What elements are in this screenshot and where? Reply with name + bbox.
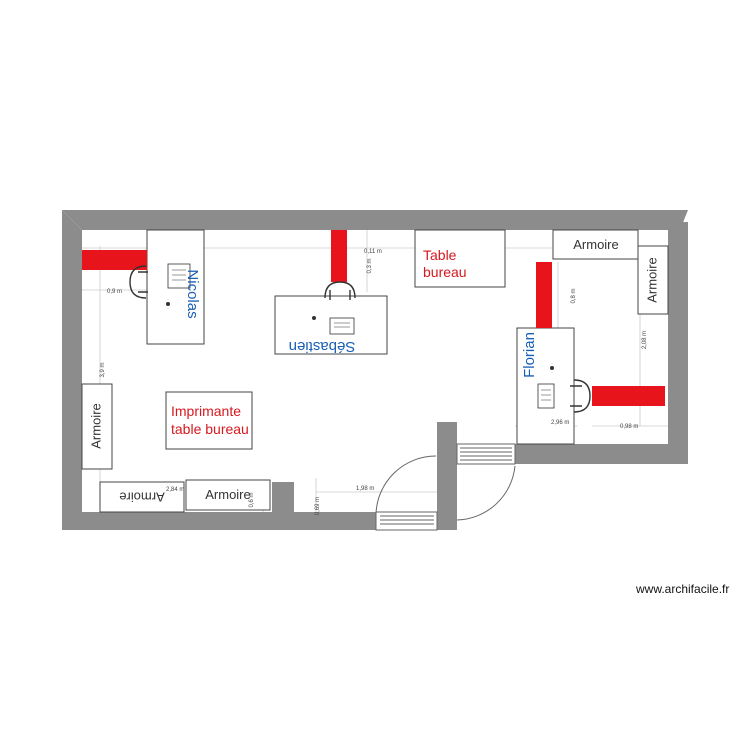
red-blocks xyxy=(82,230,665,406)
armoire-bottom-1 xyxy=(99,481,185,513)
door xyxy=(375,443,516,531)
label-armoire-bottom-1: Armoire xyxy=(119,490,165,505)
wall-pillar xyxy=(272,482,294,530)
walls xyxy=(62,210,688,530)
dim-label: 1,98 m xyxy=(356,486,374,492)
dim-label: 3,9 m xyxy=(100,362,106,377)
dim-label: 0,98 m xyxy=(620,424,638,430)
dim-label: 2,08 m xyxy=(642,331,648,349)
table-bureau xyxy=(414,229,506,288)
red-block-nicolas xyxy=(82,250,147,270)
mouse-icon xyxy=(166,302,170,306)
wall-bottom-middle xyxy=(294,512,376,530)
label-nicolas: Nicolas xyxy=(184,269,201,318)
monitor-icon-sebastien xyxy=(329,317,355,335)
dim-label: 0,69 m xyxy=(315,497,321,515)
chair-florian xyxy=(570,379,591,413)
label-imprimante-1: Imprimante xyxy=(171,403,241,419)
chair-sebastien xyxy=(324,281,356,300)
armoire-right xyxy=(637,245,669,315)
monitor-icon-florian xyxy=(537,383,555,409)
mouse-icons xyxy=(166,302,554,370)
label-florian: Florian xyxy=(521,332,538,378)
dimension-labels: 0,9 m 0,11 m 0,3 m 0,8 m 3,9 m 2,08 m 2,… xyxy=(100,249,648,515)
wall-top xyxy=(62,210,688,230)
door-swing xyxy=(456,465,516,521)
watermark: www.archifacile.fr xyxy=(636,582,730,596)
monitor-detail xyxy=(172,269,551,401)
dim-label: 2,96 m xyxy=(551,420,569,426)
wall-left xyxy=(62,210,82,530)
labels: Nicolas Sébastien Florian Table bureau I… xyxy=(88,237,659,505)
dim-label: 0,3 m xyxy=(367,258,373,273)
dim-label: 0,11 m xyxy=(364,249,382,255)
armoire-top xyxy=(552,229,639,260)
label-armoire-right: Armoire xyxy=(644,257,659,303)
chairs xyxy=(129,265,591,413)
label-sebastien: Sébastien xyxy=(289,338,356,355)
wall-right xyxy=(668,222,688,464)
dim-label: 0,9 m xyxy=(107,289,122,295)
red-block-florian-top xyxy=(536,262,552,328)
armoire-bottom-2 xyxy=(185,479,271,511)
door-swing-2 xyxy=(375,455,437,515)
armoire-left xyxy=(81,383,113,470)
red-block-florian-right xyxy=(592,386,665,406)
mouse-icon xyxy=(312,316,316,320)
wall-bottom-right xyxy=(437,422,457,530)
dim-label: 0,8 m xyxy=(571,288,577,303)
red-block-sebastien xyxy=(331,230,347,282)
label-armoire-top: Armoire xyxy=(573,237,619,252)
mouse-icon xyxy=(550,366,554,370)
label-armoire-left: Armoire xyxy=(88,403,103,449)
wall-right-bottom xyxy=(515,444,688,464)
dim-label: 2,84 m xyxy=(166,487,184,493)
label-table-2: bureau xyxy=(423,264,467,280)
armoires xyxy=(81,229,669,513)
label-armoire-bottom-2: Armoire xyxy=(205,487,251,502)
door-frame xyxy=(375,511,438,531)
imprimante-table xyxy=(165,391,253,450)
label-imprimante-2: table bureau xyxy=(171,421,249,437)
wall-bottom-left xyxy=(62,512,294,530)
door-leaf xyxy=(456,443,516,465)
chair-nicolas xyxy=(129,265,148,299)
dim-label: 0,6 m xyxy=(249,492,255,507)
label-table-1: Table xyxy=(423,247,457,263)
